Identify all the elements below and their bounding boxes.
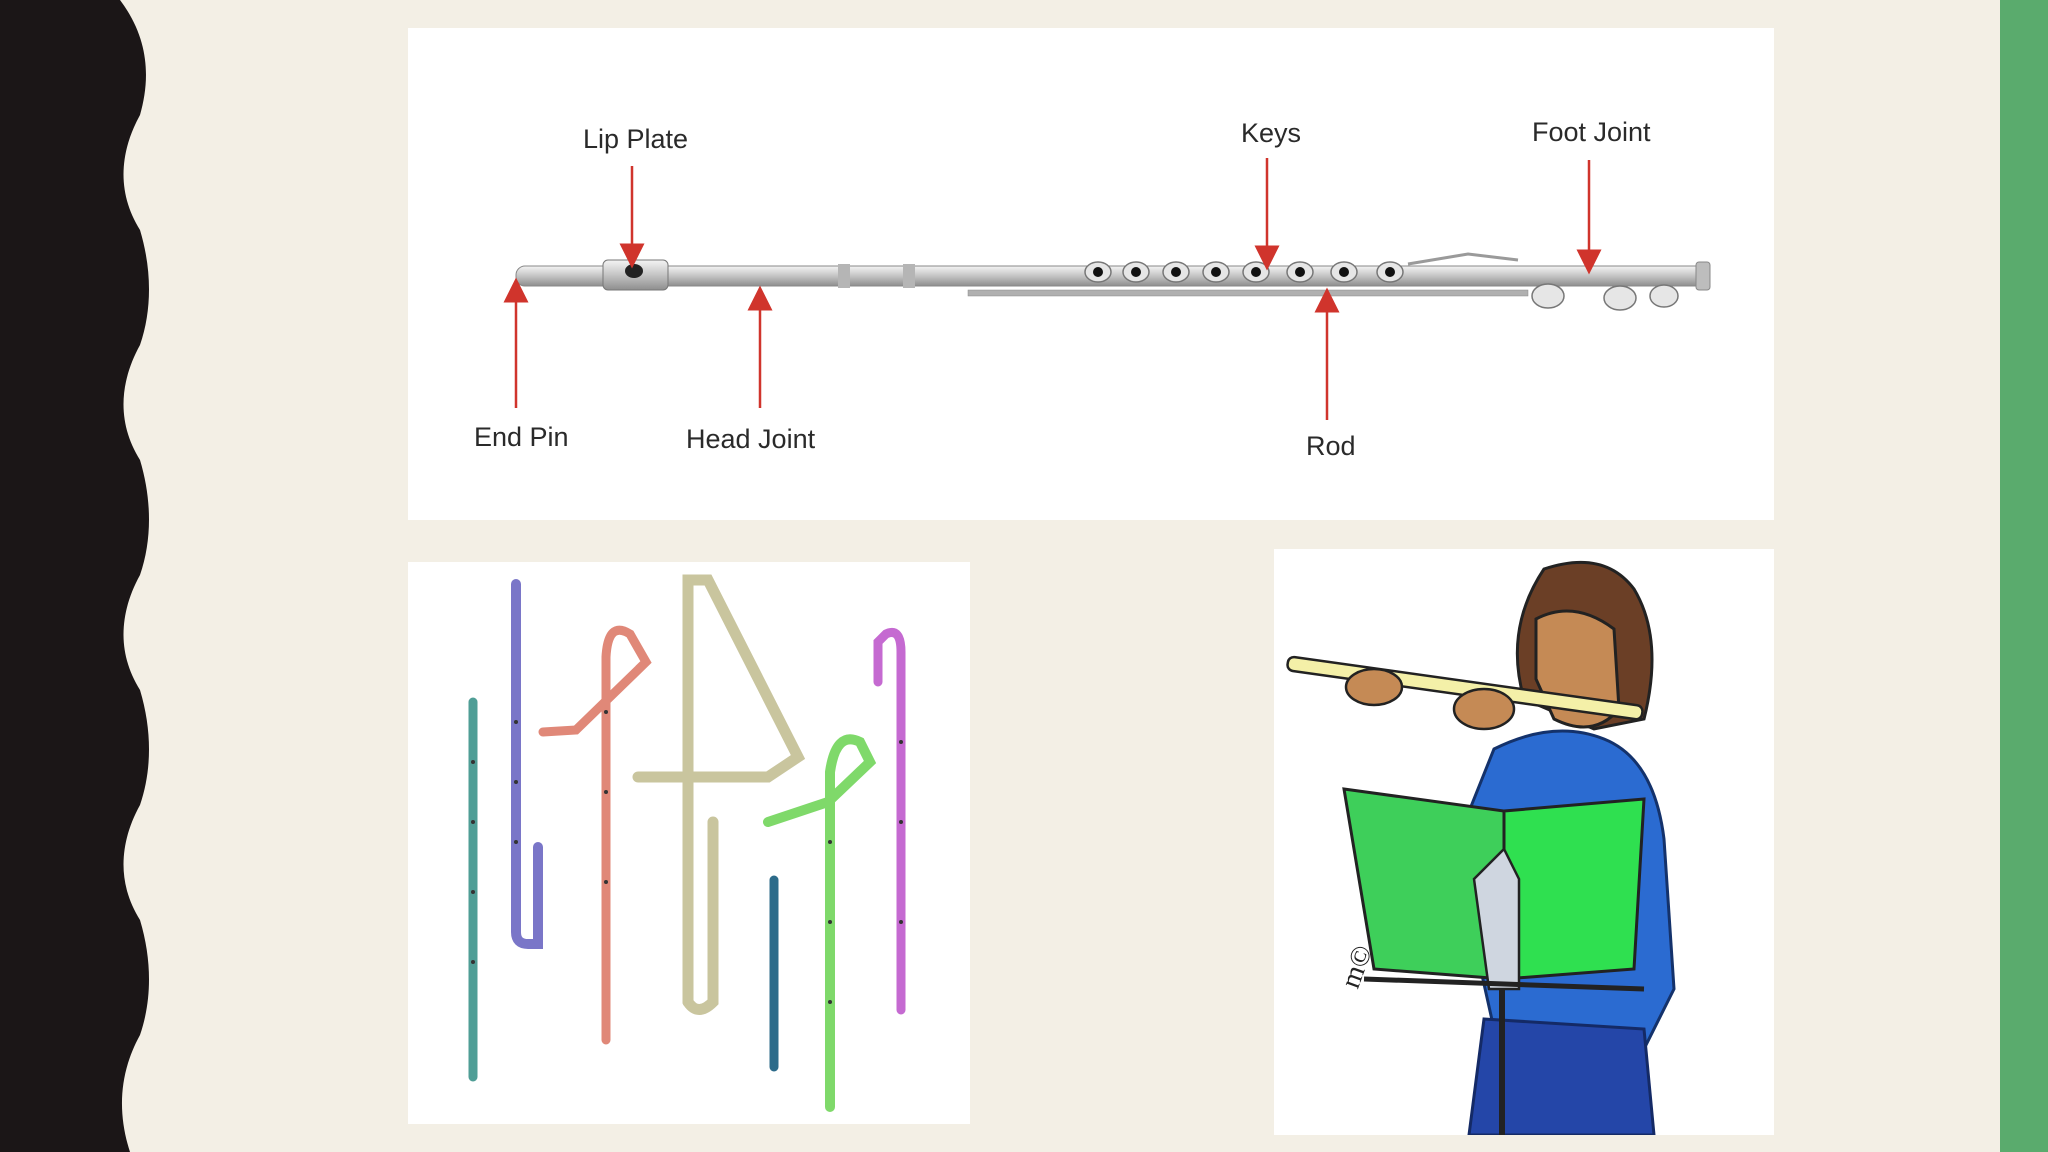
end-pin-label: End Pin <box>474 422 569 452</box>
rod-label: Rod <box>1306 431 1356 461</box>
flutist-graphic: m© <box>1286 560 1676 1137</box>
flute-family-image <box>408 562 970 1124</box>
lip-plate-label: Lip Plate <box>583 124 689 154</box>
keys-label: Keys <box>1241 118 1302 148</box>
label-arrows <box>503 158 1602 420</box>
head-joint-label: Head Joint <box>686 424 816 454</box>
flutist-cartoon: m© <box>1274 549 1774 1137</box>
flute-body <box>515 252 1711 311</box>
flute-diagram-graphic <box>503 158 1711 420</box>
foot-joint-label: Foot Joint <box>1532 117 1651 147</box>
flute-parts-diagram: Lip Plate Keys Foot Joint End Pin Head J… <box>408 28 1774 520</box>
flute-family-graphic <box>468 574 906 1112</box>
right-accent-stripe <box>2000 0 2048 1152</box>
wavy-left-border <box>0 0 149 1152</box>
